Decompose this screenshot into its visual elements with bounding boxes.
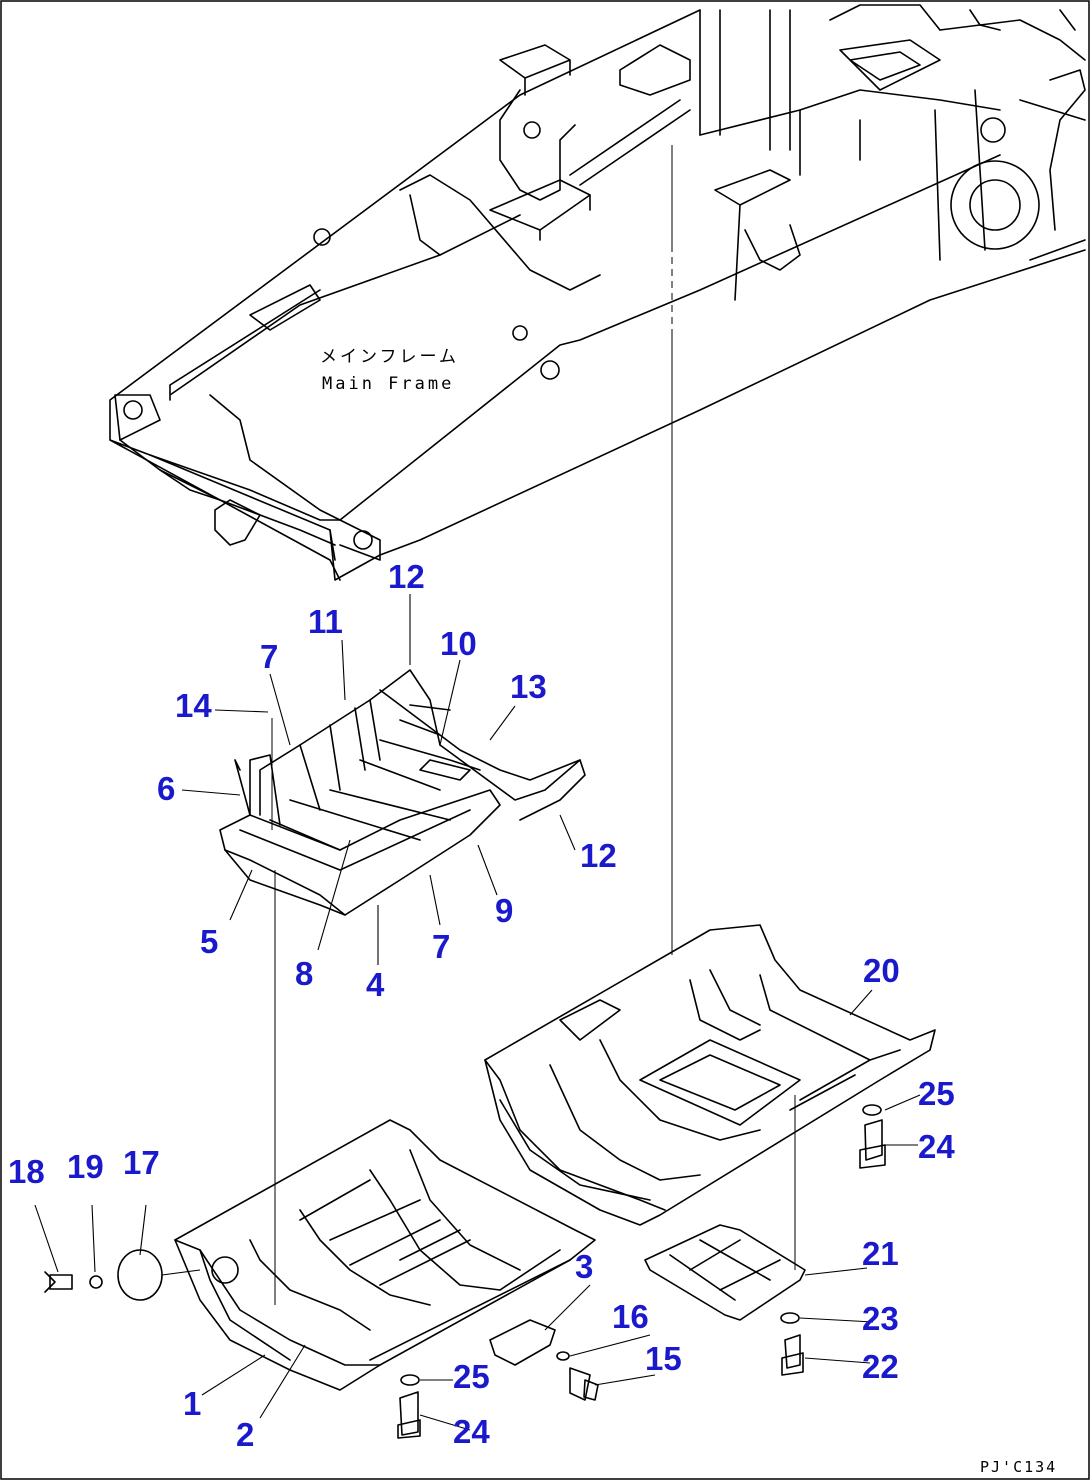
- callout-24-upper: 24: [918, 1128, 955, 1165]
- middle-cover-drawing: [484, 924, 936, 1226]
- plate-drawing: [489, 1319, 556, 1366]
- washer-part-23: [780, 1312, 800, 1324]
- alignment-lines: [271, 145, 796, 1305]
- bolt-part-24-lower: [397, 1391, 421, 1439]
- plug-part-18: [49, 1274, 73, 1290]
- bolt-part-15: [569, 1367, 599, 1401]
- bolt-part-24-upper: [859, 1119, 886, 1169]
- leader-lines: [34, 594, 921, 1431]
- callout-7-bottom: 7: [432, 928, 450, 965]
- callout-10: 10: [440, 625, 477, 662]
- bolt-part-22: [781, 1334, 804, 1376]
- cap-part-17: [117, 1249, 163, 1301]
- washer-part-25-lower: [400, 1374, 420, 1386]
- drawing-code: PJ'C134: [980, 1458, 1057, 1476]
- callout-12-right: 12: [580, 837, 617, 874]
- bracket-drawing: [644, 1224, 806, 1321]
- callout-13: 13: [510, 668, 547, 705]
- main-frame-drawing: [109, 4, 1086, 581]
- lower-cover-drawing: [174, 1119, 596, 1391]
- upper-cover-drawing: [219, 669, 586, 916]
- callout-16: 16: [612, 1298, 649, 1335]
- frame-label-en: Main Frame: [322, 374, 454, 394]
- callout-23: 23: [862, 1300, 899, 1337]
- washer-part-19: [89, 1275, 103, 1289]
- callout-numbers: 12 11 10 7 13 14 6 12 9 5 7 8 4 20 25 24…: [8, 558, 955, 1453]
- callout-25-upper: 25: [918, 1075, 955, 1112]
- callout-22: 22: [862, 1348, 899, 1385]
- callout-20: 20: [863, 952, 900, 989]
- callout-19: 19: [67, 1148, 104, 1185]
- callout-11: 11: [308, 603, 343, 640]
- callout-2: 2: [236, 1416, 254, 1453]
- callout-15: 15: [645, 1340, 682, 1377]
- callout-3: 3: [575, 1248, 593, 1285]
- callout-7-top: 7: [260, 638, 278, 675]
- washer-part-16: [556, 1351, 570, 1361]
- callout-5: 5: [200, 923, 218, 960]
- callout-1: 1: [183, 1385, 201, 1422]
- callout-8: 8: [295, 955, 313, 992]
- callout-6: 6: [157, 770, 175, 807]
- washer-part-25-upper: [862, 1104, 882, 1116]
- callout-24-lower: 24: [453, 1413, 490, 1450]
- callout-17: 17: [123, 1144, 160, 1181]
- callout-25-lower: 25: [453, 1358, 490, 1395]
- callout-21: 21: [862, 1235, 899, 1272]
- frame-label-jp: メインフレーム: [320, 347, 459, 367]
- callout-4: 4: [366, 966, 385, 1003]
- callout-18: 18: [8, 1153, 45, 1190]
- callout-9: 9: [495, 892, 513, 929]
- callout-12-top: 12: [388, 558, 425, 595]
- callout-14: 14: [175, 687, 212, 724]
